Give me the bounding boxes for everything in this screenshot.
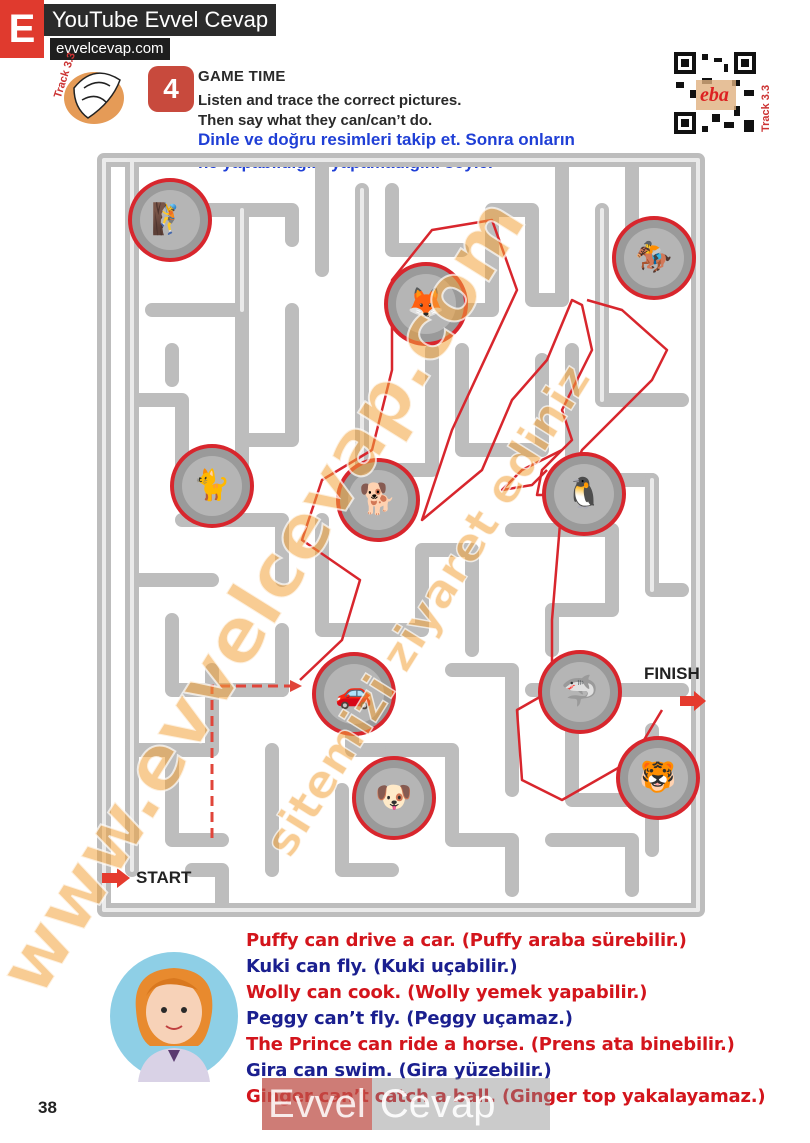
instruction-line-1: Listen and trace the correct pictures.	[198, 92, 462, 109]
picture-penguin[interactable]: 🐧	[542, 452, 626, 536]
finish-label: FINISH	[644, 664, 700, 683]
watermark-left: Evvel	[262, 1078, 372, 1130]
answer-line-4: Peggy can’t fly. (Peggy uçamaz.)	[246, 1008, 573, 1029]
brand-logo: E	[0, 0, 44, 58]
picture-shark[interactable]: 🦈	[538, 650, 622, 734]
picture-dog-flying[interactable]: 🐕	[336, 458, 420, 542]
cat-icon: 🐈	[182, 456, 242, 516]
qr-brand: eba	[700, 84, 729, 106]
answer-line-5: The Prince can ride a horse. (Prens ata …	[246, 1034, 735, 1055]
answer-line-3: Wolly can cook. (Wolly yemek yapabilir.)	[246, 982, 648, 1003]
answer-line-6: Gira can swim. (Gira yüzebilir.)	[246, 1060, 552, 1081]
picture-tiger-ball[interactable]: 🐯	[616, 736, 700, 820]
penguin-icon: 🐧	[554, 464, 614, 524]
picture-fox-cooking[interactable]: 🦊	[384, 262, 468, 346]
girl-avatar	[110, 952, 238, 1082]
tiger-icon: 🐯	[628, 748, 688, 808]
dog-icon: 🐕	[348, 470, 408, 530]
watermark-right: Cevap	[379, 1081, 496, 1126]
page-number: 38	[38, 1098, 57, 1117]
instruction-line-2: Then say what they can/can’t do.	[198, 112, 433, 129]
translation-line-1: Dinle ve doğru resimleri takip et. Sonra…	[198, 130, 575, 149]
picture-climber[interactable]: 🧗	[128, 178, 212, 262]
picture-car-driver[interactable]: 🚗	[312, 652, 396, 736]
answer-line-1: Puffy can drive a car. (Puffy araba süre…	[246, 930, 687, 951]
qr-track-label: Track 3.3	[760, 84, 772, 132]
car-icon: 🚗	[324, 664, 384, 724]
shark-icon: 🦈	[550, 662, 610, 722]
bottom-watermark: Evvel Cevap	[262, 1078, 550, 1130]
start-label: START	[136, 868, 192, 887]
climber-icon: 🧗	[140, 190, 200, 250]
brand-title: YouTube Evvel Cevap	[44, 4, 277, 36]
exercise-title: GAME TIME	[198, 68, 286, 85]
track-badge-icon	[64, 72, 124, 124]
picture-cat-ball[interactable]: 🐈	[170, 444, 254, 528]
brand-url: evvelcevap.com	[50, 38, 170, 60]
picture-dog-sitting[interactable]: 🐶	[352, 756, 436, 840]
answer-line-2: Kuki can fly. (Kuki uçabilir.)	[246, 956, 518, 977]
exercise-number: 4	[148, 66, 194, 112]
puppy-icon: 🐶	[364, 768, 424, 828]
start-arrow-icon	[102, 868, 130, 888]
picture-prince-horse[interactable]: 🏇	[612, 216, 696, 300]
finish-arrow-icon	[680, 691, 706, 711]
qr-code-icon[interactable]	[672, 50, 758, 136]
fox-icon: 🦊	[396, 274, 456, 334]
answer-line-7: Ginger can’t catch a ball. (Ginger top y…	[246, 1086, 766, 1107]
horse-rider-icon: 🏇	[624, 228, 684, 288]
